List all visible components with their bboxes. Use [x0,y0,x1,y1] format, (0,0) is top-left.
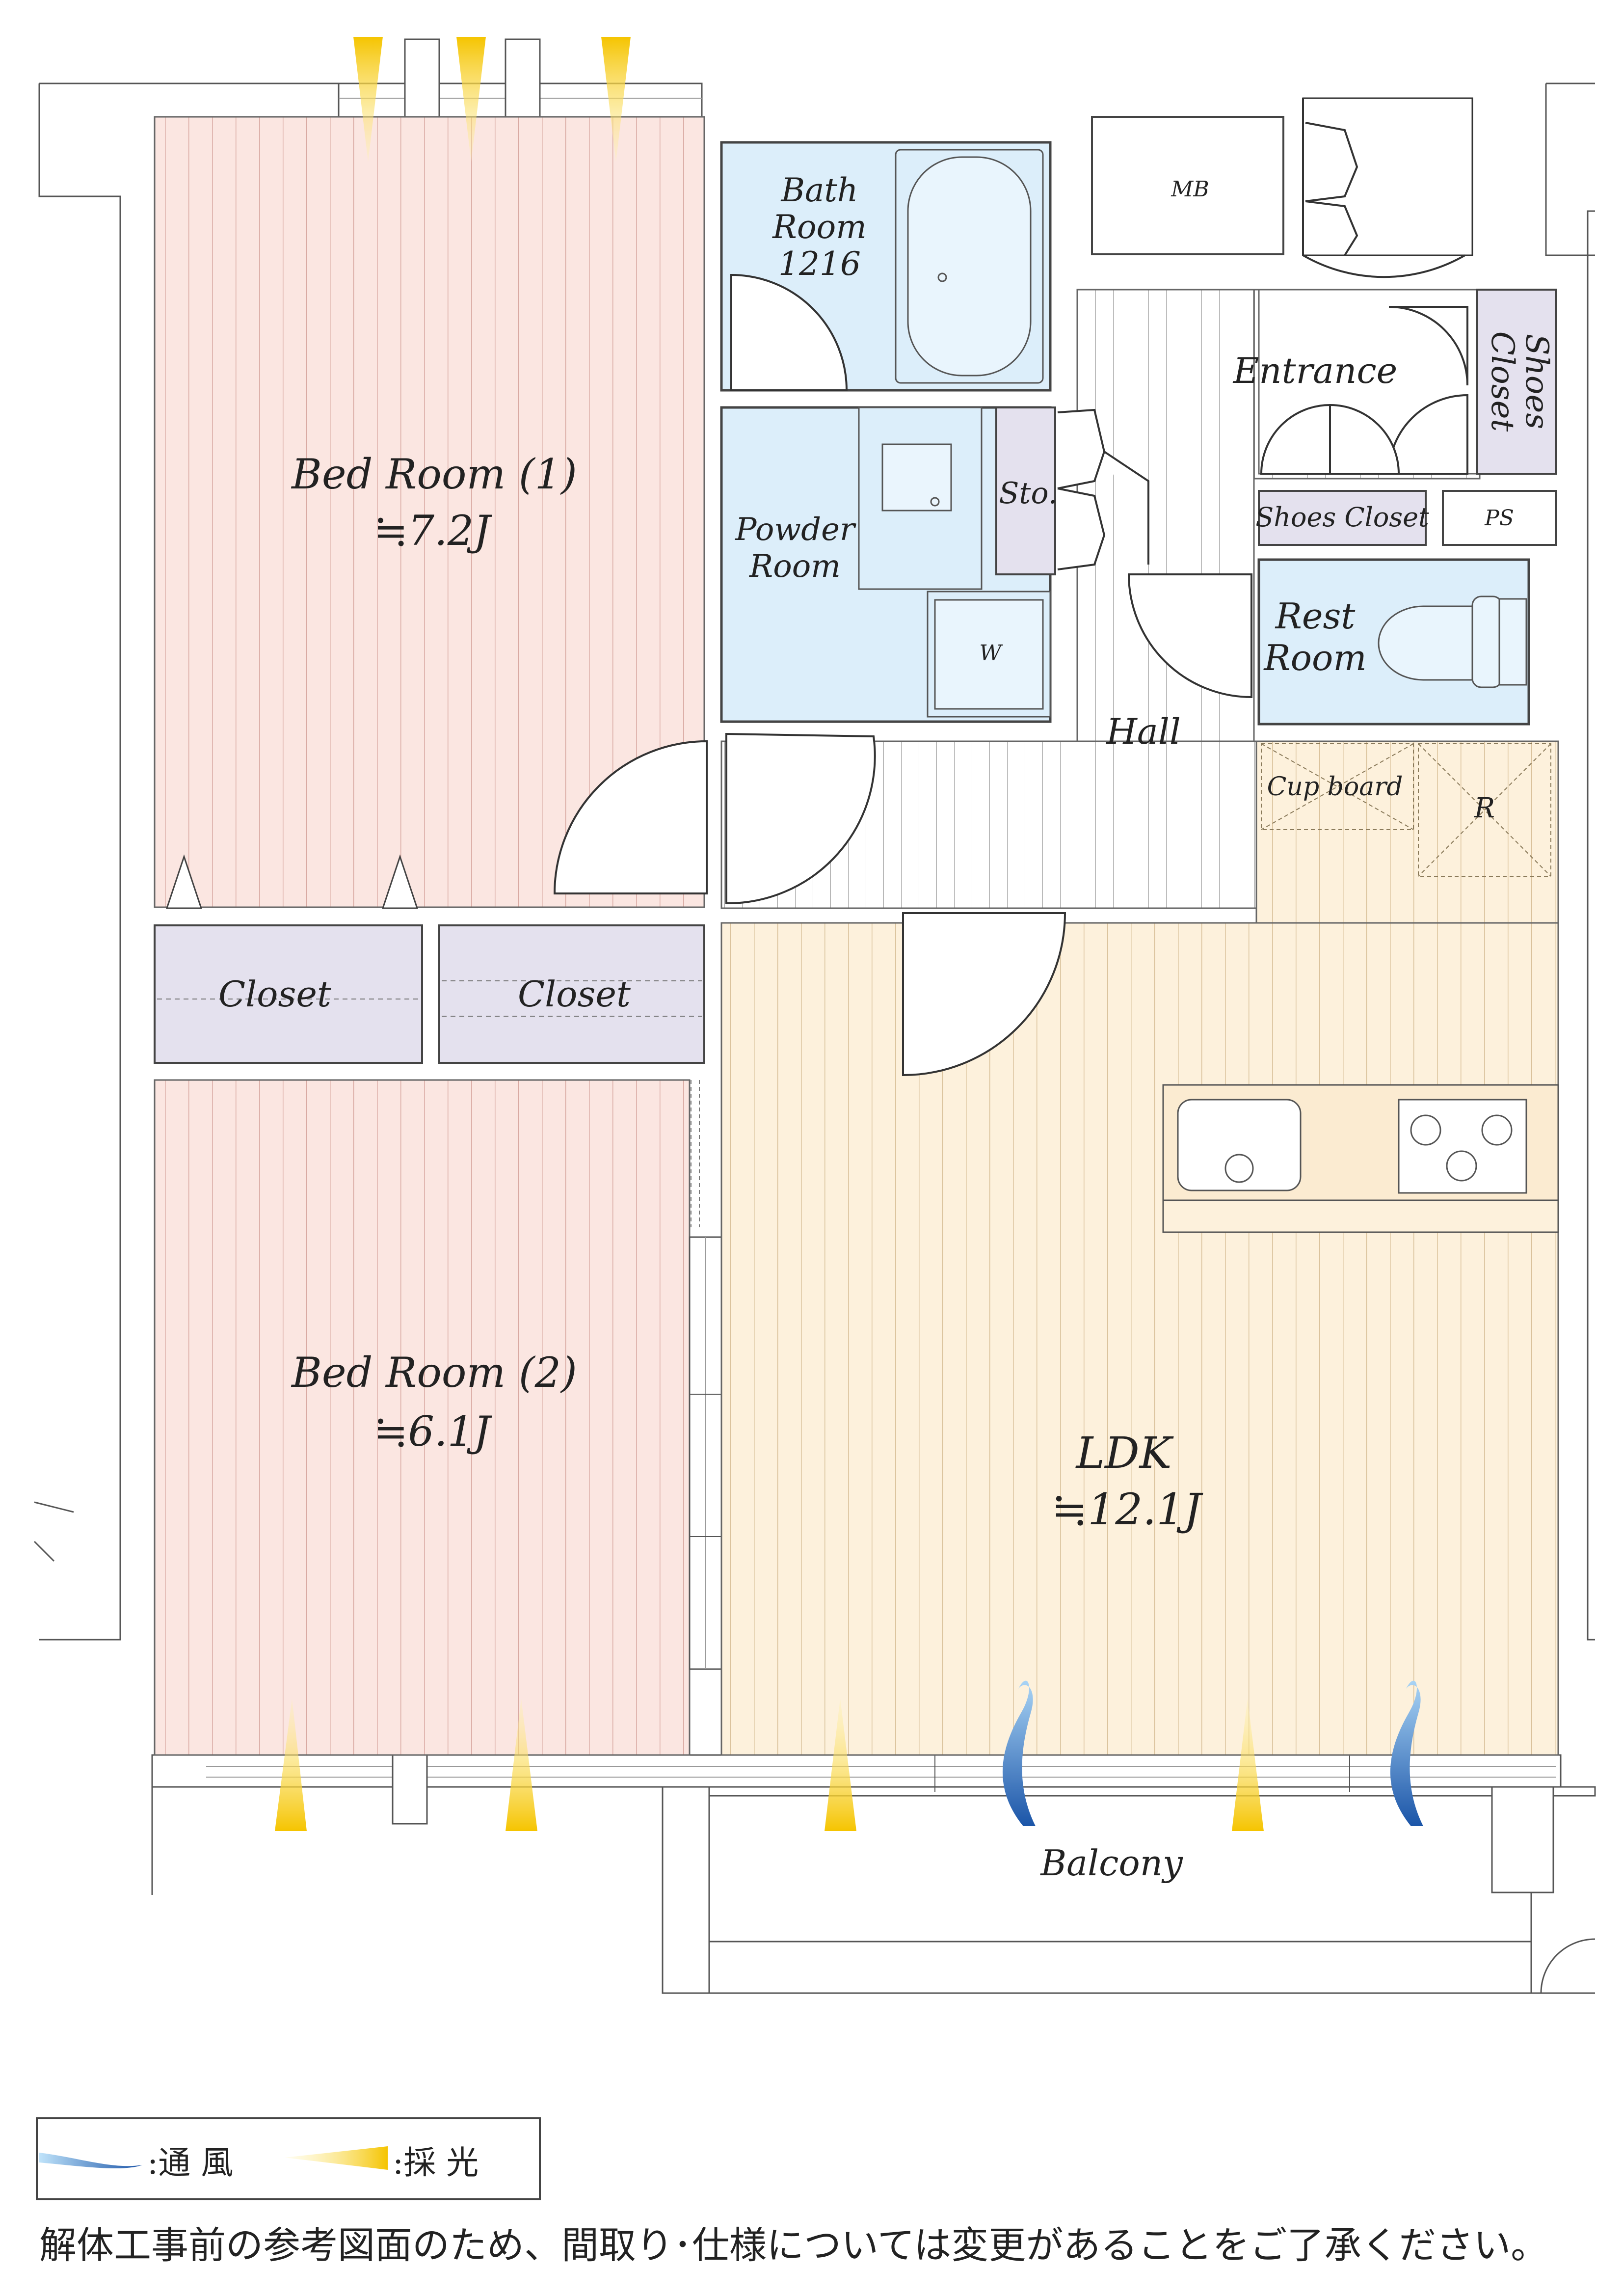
burner-icon [1481,1114,1513,1146]
shoes-closet-vertical-label-1: Shoes [1518,334,1555,429]
ldk-name: LDK [1075,1428,1174,1478]
meter-box [1091,116,1284,255]
daylight-arrow-icon [825,1699,856,1831]
disclaimer-note: 解体工事前の参考図面のため、間取り･仕様については変更があることをご了承ください… [39,2223,1548,2267]
rest-room [1257,558,1530,726]
ventilation-arrow-icon [1002,1680,1036,1826]
cupboard-area [1261,743,1551,877]
hall-label: Hall [1105,711,1181,752]
ventilation-arrows [1002,1680,1423,1826]
daylight-arrow-icon [506,1699,537,1831]
bedroom2-name: Bed Room (2) [291,1349,577,1397]
pipe-space-label: PS [1484,506,1514,531]
pipe-space [1442,490,1557,546]
kitchen-counter [1162,1084,1559,1233]
storage-label: Sto. [999,476,1057,511]
legend-ventilation: :通 風 [147,2144,233,2182]
doors [553,97,1473,1077]
burner-icon [1446,1150,1477,1182]
bedroom2-floor [154,1079,691,1756]
daylight-legend-icon [285,2146,388,2170]
shoes-closet-vertical [1476,289,1557,475]
legend-daylight: :採 光 [393,2144,479,2182]
meter-box-label: MB [1171,177,1209,202]
shoes-closet-vertical-label-2: Closet [1484,331,1520,432]
bath-label-1: Bath [781,171,858,209]
cupboard-label: Cup board [1267,772,1403,802]
powder-label-1: Powder [735,512,856,548]
rest-label-1: Rest [1275,595,1356,637]
ventilation-legend-icon [39,2153,142,2168]
bedroom1-area: ≒7.2J [373,507,492,555]
storage [995,406,1056,575]
exterior-walls [33,38,1596,1994]
ldk-floor [720,922,1559,1756]
daylight-arrow-icon [353,37,383,162]
shoes-closet-horizontal [1258,490,1427,546]
closets [154,854,705,1134]
burner-icon [1410,1114,1441,1146]
daylight-arrows [275,37,1264,1831]
bath-label-2: Room [772,208,867,246]
powder-label-2: Room [749,548,841,585]
balcony-label: Balcony [1039,1842,1183,1884]
closet1-label: Closet [218,973,332,1015]
ldk-area: ≒12.1J [1052,1484,1204,1535]
bath-room [720,141,1052,392]
daylight-arrow-icon [456,37,486,162]
washer-label: W [979,641,1003,666]
legend: :通 風 :採 光 [36,2117,541,2200]
refrigerator-label: R [1474,792,1495,824]
daylight-arrow-icon [1232,1699,1264,1831]
bedroom2-sliding-door [689,1080,722,1670]
rest-label-2: Room [1263,637,1366,678]
ventilation-arrow-icon [1390,1680,1423,1826]
entrance-label: Entrance [1232,350,1398,391]
daylight-arrow-icon [275,1699,307,1831]
daylight-arrow-icon [601,37,631,162]
bedroom1-name: Bed Room (1) [291,450,577,498]
bedroom2-area: ≒6.1J [373,1407,492,1456]
shoes-closet-label: Shoes Closet [1255,502,1429,533]
ldk-upper-floor [1255,740,1559,924]
bath-label-3: 1216 [778,245,861,283]
closet2-label: Closet [518,973,631,1015]
